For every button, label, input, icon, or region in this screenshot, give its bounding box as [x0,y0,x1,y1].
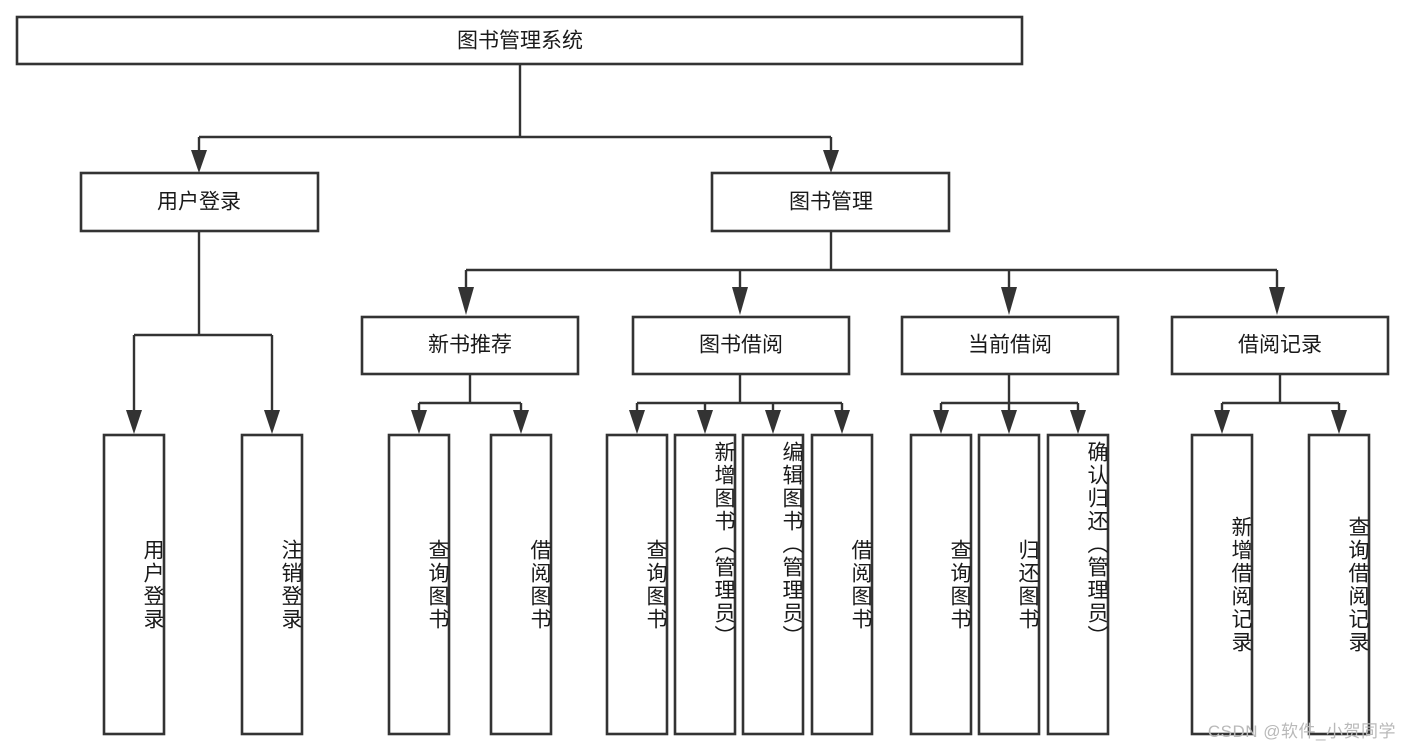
node-box-leaf-query-record[interactable] [1307,433,1371,736]
node-label-book-management: 图书管理 [789,191,873,214]
node-box-leaf-return-book[interactable] [977,433,1041,736]
arrowhead-leaf-query-book-3 [933,410,949,434]
csdn-watermark: CSDN @软件_小贺同学 [1207,722,1396,741]
node-box-leaf-edit-book[interactable] [741,433,805,736]
node-box-leaf-user-login[interactable] [102,433,166,736]
arrowhead-book-borrow [732,287,748,315]
node-box-leaf-borrow-book-1[interactable] [489,433,553,736]
node-box-leaf-add-record[interactable] [1190,433,1254,736]
arrowhead-leaf-user-login [126,410,142,434]
arrowhead-leaf-add-record [1214,410,1230,434]
arrowhead-leaf-borrow-book-1 [513,410,529,434]
node-box-new-book-recommend[interactable] [360,315,580,376]
node-box-leaf-query-book-3[interactable] [909,433,973,736]
arrowhead-current-borrow [1001,287,1017,315]
arrowhead-leaf-query-book-1 [411,410,427,434]
node-box-leaf-logout[interactable] [240,433,304,736]
arrowhead-leaf-logout [264,410,280,434]
arrowhead-new-book-recommend [458,287,474,315]
node-label-current-borrow: 当前借阅 [968,334,1052,357]
node-label-new-book-recommend: 新书推荐 [428,334,512,357]
node-box-book-borrow[interactable] [631,315,851,376]
node-layer: 图书管理系统 用户登录 图书管理 新书推荐 图书借阅 当前借阅 借阅记录 [15,15,1390,736]
arrowhead-leaf-return-book [1001,410,1017,434]
node-box-leaf-query-book-1[interactable] [387,433,451,736]
arrowhead-borrow-record [1269,287,1285,315]
node-label-root: 图书管理系统 [457,30,583,53]
connector-layer [126,64,1347,434]
node-box-leaf-borrow-book-2[interactable] [810,433,874,736]
arrowhead-book-management [823,150,839,173]
arrowhead-leaf-query-record [1331,410,1347,434]
node-box-book-management[interactable] [710,171,951,233]
node-box-leaf-query-book-2[interactable] [605,433,669,736]
arrowhead-leaf-edit-book [765,410,781,434]
node-box-leaf-confirm-return[interactable] [1046,433,1110,736]
node-label-borrow-record: 借阅记录 [1238,334,1322,357]
node-label-user-login: 用户登录 [157,191,241,214]
node-box-leaf-add-book[interactable] [673,433,737,736]
arrowhead-leaf-add-book [697,410,713,434]
node-label-book-borrow: 图书借阅 [699,334,783,357]
node-box-borrow-record[interactable] [1170,315,1390,376]
node-box-current-borrow[interactable] [900,315,1120,376]
arrowhead-user-login [191,150,207,173]
arrowhead-leaf-confirm-return [1070,410,1086,434]
node-box-root[interactable] [15,15,1024,66]
arrowhead-leaf-borrow-book-2 [834,410,850,434]
node-box-user-login[interactable] [79,171,320,233]
arrowhead-leaf-query-book-2 [629,410,645,434]
